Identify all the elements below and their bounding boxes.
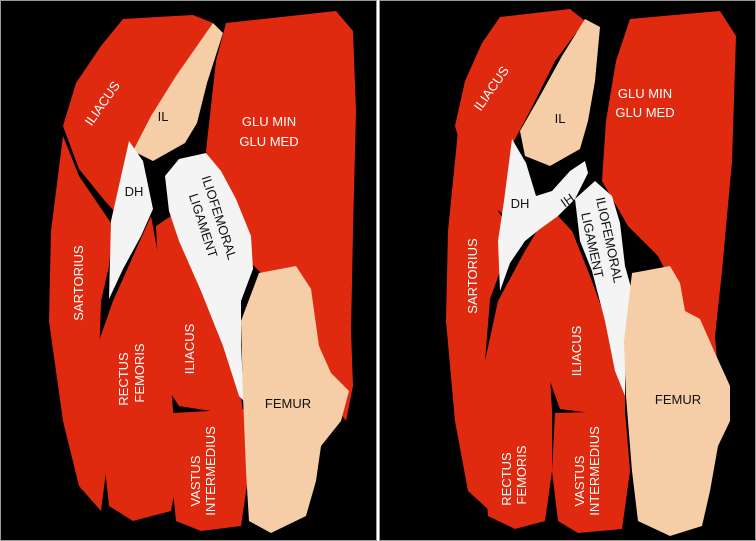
label-femur: FEMUR: [655, 392, 701, 407]
left-diagram: ILIACUS IL GLU MIN GLU MED DH ILIOFEMORA…: [49, 11, 356, 533]
label-vastus-line1: VASTUS: [572, 455, 587, 506]
label-glu-line2: GLU MED: [615, 105, 674, 120]
label-iliacus-mid: ILIACUS: [182, 323, 197, 374]
iliofemoral-ligament: [575, 181, 632, 396]
glu-min-med-muscle: [602, 11, 736, 396]
label-rectus-line1: RECTUS: [116, 352, 131, 406]
label-glu-line1: GLU MIN: [242, 114, 296, 129]
glu-min-med-muscle: [206, 11, 356, 421]
label-vastus-line1: VASTUS: [188, 455, 203, 506]
iliofemoral-ligament: [165, 153, 253, 401]
dh-ih-structure: [498, 139, 588, 291]
rectus-femoris-muscle: [482, 226, 552, 529]
label-rectus-line2: FEMORIS: [132, 343, 147, 403]
label-femur: FEMUR: [265, 396, 311, 411]
label-vastus-line2: INTERMEDIUS: [587, 426, 602, 516]
il-bone: [520, 19, 600, 166]
iliacus-upper-muscle: [63, 15, 213, 213]
iliacus-lower-muscle: [540, 216, 625, 416]
label-il: IL: [158, 109, 169, 124]
left-diagram-panel: ILIACUS IL GLU MIN GLU MED DH ILIOFEMORA…: [0, 0, 377, 541]
right-diagram-panel: ILIACUS IL GLU MIN GLU MED DH IH ILIOFEM…: [379, 0, 756, 541]
vastus-intermedius-muscle: [171, 409, 249, 531]
il-bone: [133, 23, 223, 161]
label-glu-line2: GLU MED: [239, 134, 298, 149]
label-vastus-line2: INTERMEDIUS: [203, 426, 218, 516]
femur-bone: [241, 266, 349, 533]
iliacus-lower-muscle: [156, 216, 243, 413]
label-rectus-line1: RECTUS: [499, 452, 514, 506]
label-il: IL: [555, 111, 566, 126]
label-glu-line1: GLU MIN: [618, 86, 672, 101]
dh-structure: [109, 141, 153, 299]
label-sartorius: SARTORIUS: [465, 238, 480, 314]
label-dh: DH: [125, 184, 144, 199]
right-diagram: ILIACUS IL GLU MIN GLU MED DH IH ILIOFEM…: [446, 9, 736, 536]
iliacus-upper-muscle: [455, 9, 585, 216]
label-iliacus-mid: ILIACUS: [569, 325, 584, 376]
label-sartorius: SARTORIUS: [71, 245, 86, 321]
femur-bone: [624, 266, 730, 536]
label-dh: DH: [511, 196, 530, 211]
sartorius-muscle: [49, 136, 113, 511]
vastus-intermedius-muscle: [552, 411, 630, 533]
label-rectus-line2: FEMORIS: [514, 445, 529, 505]
